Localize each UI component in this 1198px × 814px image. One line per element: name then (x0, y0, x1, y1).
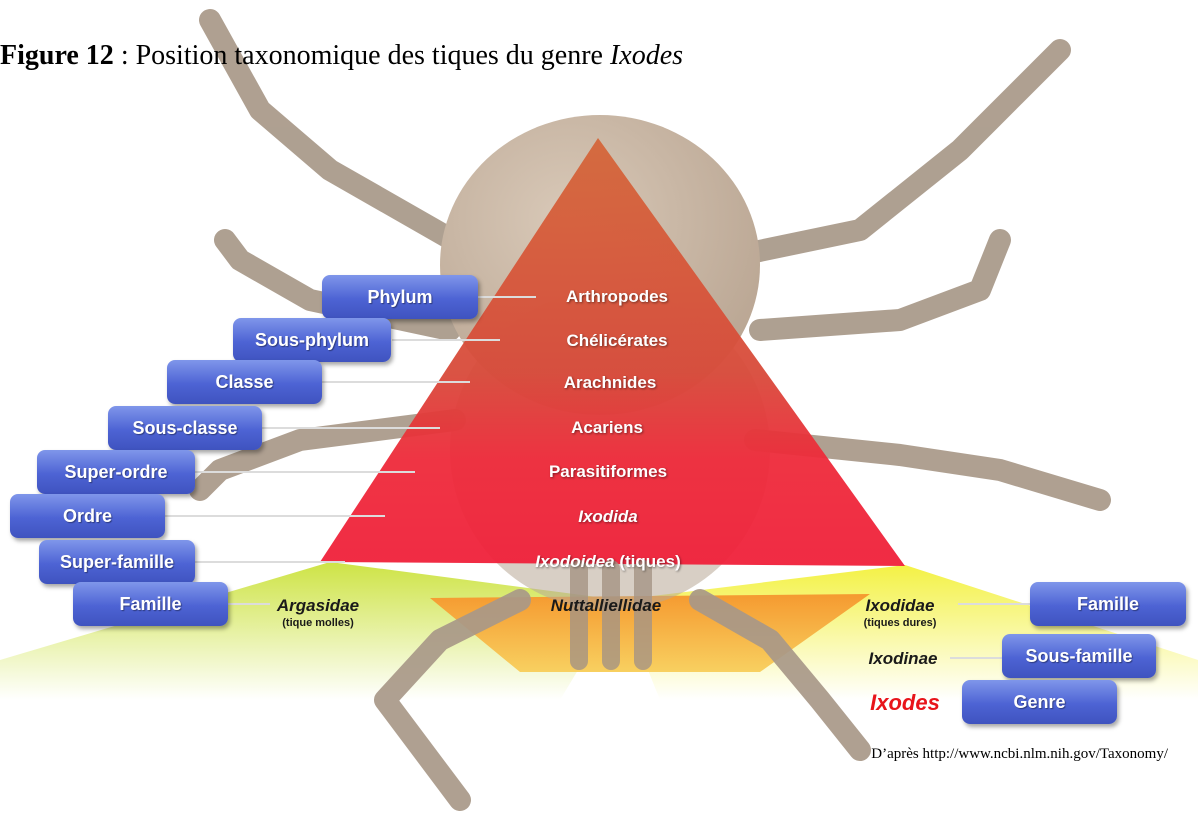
family-ixodidae-name: Ixodidae (865, 596, 935, 615)
rank-classe: Classe (167, 360, 322, 404)
family-ixodidae: Ixodidae (tiques dures) (864, 596, 937, 629)
rank-phylum: Phylum (322, 275, 478, 319)
family-argasidae-name: Argasidae (276, 596, 360, 615)
taxon-arthropodes: Arthropodes (566, 287, 668, 306)
rank-sous-classe: Sous-classe (108, 406, 262, 450)
rank-sous-phylum: Sous-phylum (233, 318, 391, 362)
family-ixodidae-note: (tiques dures) (863, 617, 937, 629)
source-credit: D’après http://www.ncbi.nlm.nih.gov/Taxo… (871, 746, 1168, 762)
rank-ordre: Ordre (10, 494, 165, 538)
taxon-chelicerates: Chélicérates (566, 331, 668, 350)
connector-lines (165, 296, 1030, 659)
family-nuttalliellidae: Nuttalliellidae (550, 596, 662, 615)
genus-ixodes: Ixodes (870, 690, 940, 715)
ground-left (0, 562, 620, 700)
taxon-acariens: Acariens (571, 418, 643, 437)
rank-sous-famille: Sous-famille (1002, 634, 1156, 678)
rank-super-famille: Super-famille (39, 540, 195, 584)
rank-famille-left: Famille (73, 582, 228, 626)
taxon-arachnides: Arachnides (563, 373, 657, 392)
rank-super-ordre: Super-ordre (37, 450, 195, 494)
taxon-parasitiformes: Parasitiformes (548, 462, 668, 481)
family-argasidae: Argasidae (tique molles) (277, 596, 359, 629)
tick-mouthparts (570, 560, 652, 670)
figure-caption: Figure 12 : Position taxonomique des tiq… (0, 40, 684, 71)
rank-genre: Genre (962, 680, 1117, 724)
taxon-ixodoidea: Ixodoidea (tiques) (535, 552, 681, 571)
rank-famille-right: Famille (1030, 582, 1186, 626)
subfamily-ixodinae: Ixodinae (868, 649, 938, 668)
taxon-ixodida: Ixodida (578, 507, 638, 526)
taxonomy-pyramid (320, 138, 905, 566)
family-argasidae-note: (tique molles) (282, 617, 354, 629)
